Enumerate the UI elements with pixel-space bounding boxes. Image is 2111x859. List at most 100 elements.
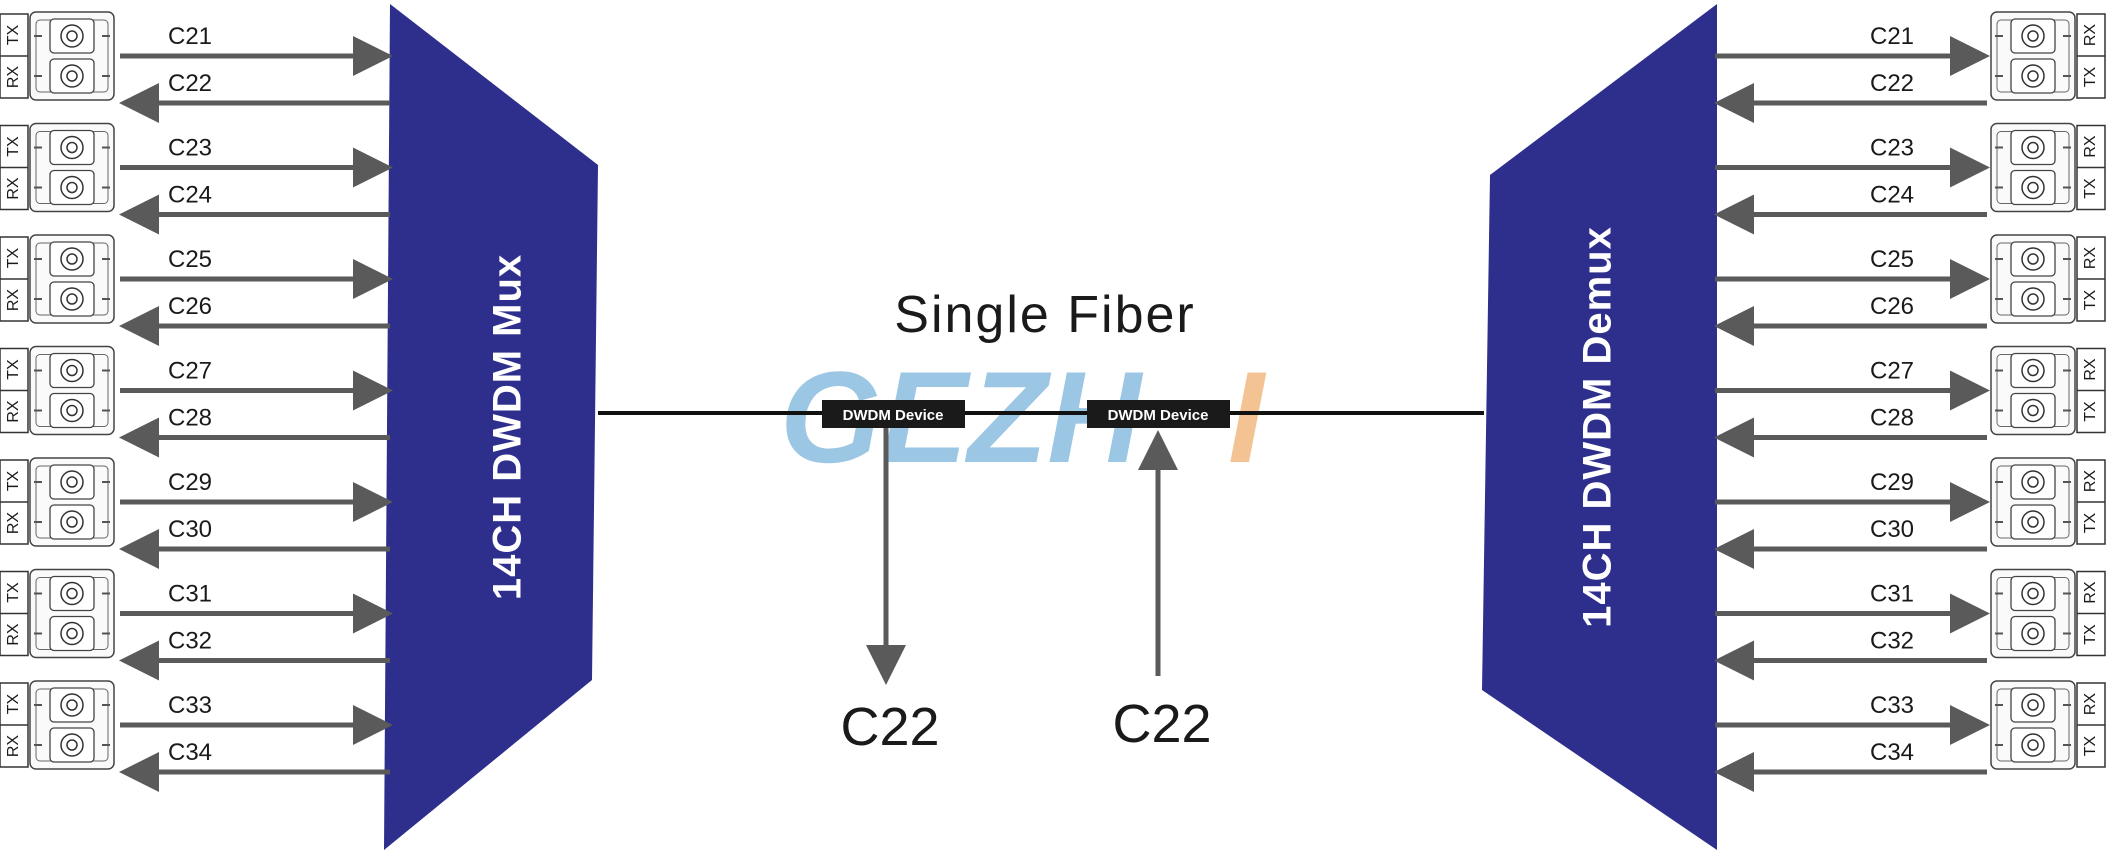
- connector-ferrule: [2027, 364, 2039, 377]
- channel-label: C28: [168, 405, 212, 432]
- port-label-top: TX: [5, 247, 22, 268]
- demux-label: 14CH DWDM Demux: [1576, 226, 1620, 628]
- connector-ferrule: [2027, 30, 2039, 42]
- channel-label: C29: [1870, 469, 1914, 496]
- port-label-bottom: RX: [5, 177, 22, 200]
- channel-label: C26: [1870, 293, 1914, 320]
- mux-label: 14CH DWDM Mux: [486, 254, 530, 600]
- connector-ferrule: [66, 141, 78, 154]
- connector-ferrule: [2027, 404, 2039, 417]
- connector-ferrule: [66, 70, 78, 82]
- port-label-top: TX: [5, 24, 22, 45]
- demux-port-group: RXTXC21C22RXTXC23C24RXTXC25C26RXTXC27C28…: [1714, 11, 2106, 792]
- channel-label: C33: [1870, 692, 1914, 719]
- connector-ferrule: [2027, 627, 2039, 640]
- connector-ferrule: [66, 739, 78, 751]
- connector-ferrule: [66, 404, 78, 417]
- connector-ferrule: [2027, 699, 2039, 711]
- connector-ferrule: [66, 30, 78, 42]
- connector-ferrule: [2027, 181, 2039, 194]
- mux-unit: [384, 4, 598, 850]
- transceiver-module: RX TX: [1990, 122, 2106, 213]
- transceiver-module: TX RX: [0, 457, 115, 547]
- transceiver-module: TX RX: [0, 122, 115, 213]
- channel-label: C29: [168, 469, 212, 496]
- port-label-bottom: RX: [5, 735, 22, 758]
- connector-ferrule: [66, 253, 78, 265]
- channel-label: C24: [1870, 182, 1914, 209]
- port-label-top: RX: [2082, 693, 2099, 716]
- mux-port-group: TXRXC21C22TXRXC23C24TXRXC25C26TXRXC27C28…: [0, 11, 393, 792]
- dwdm-device-box: [1087, 400, 1230, 428]
- dwdm-device-label: DWDM Device: [1108, 407, 1209, 424]
- transceiver-module: RX TX: [1990, 11, 2106, 101]
- channel-label: C30: [1870, 516, 1914, 543]
- channel-label: C30: [168, 516, 212, 543]
- connector-ferrule: [2027, 293, 2039, 305]
- port-label-top: RX: [2082, 135, 2099, 158]
- connector-ferrule: [66, 364, 78, 377]
- channel-label: C26: [168, 293, 212, 320]
- port-label-top: RX: [2082, 24, 2099, 47]
- connector-ferrule: [66, 627, 78, 640]
- port-label-bottom: TX: [2082, 624, 2099, 645]
- transceiver-module: RX TX: [1990, 568, 2106, 659]
- add-channel-label: C22: [1112, 694, 1211, 754]
- connector-ferrule: [2027, 70, 2039, 82]
- port-label-bottom: TX: [2082, 66, 2099, 87]
- port-label-bottom: TX: [2082, 178, 2099, 199]
- port-label-bottom: RX: [5, 512, 22, 535]
- port-label-bottom: TX: [2082, 735, 2099, 756]
- port-label-top: RX: [2082, 247, 2099, 270]
- connector-ferrule: [2027, 141, 2039, 154]
- connector-ferrule: [66, 476, 78, 488]
- port-label-bottom: RX: [5, 400, 22, 423]
- channel-label: C25: [168, 246, 212, 273]
- dwdm-device-box: [822, 400, 965, 428]
- connector-ferrule: [2027, 253, 2039, 265]
- port-label-top: TX: [5, 359, 22, 380]
- port-label-top: TX: [5, 470, 22, 491]
- channel-label: C27: [168, 358, 212, 385]
- port-label-top: RX: [2082, 358, 2099, 381]
- channel-label: C27: [1870, 358, 1914, 385]
- drop-channel-label: C22: [840, 697, 939, 757]
- port-label-top: TX: [5, 582, 22, 603]
- transceiver-module: TX RX: [0, 11, 115, 101]
- channel-label: C25: [1870, 246, 1914, 273]
- channel-label: C34: [1870, 739, 1914, 766]
- channel-label: C22: [1870, 70, 1914, 97]
- channel-label: C21: [1870, 23, 1914, 50]
- channel-label: C24: [168, 182, 212, 209]
- port-label-bottom: RX: [5, 66, 22, 89]
- channel-label: C32: [1870, 628, 1914, 655]
- demux-unit: [1482, 4, 1717, 850]
- connector-ferrule: [66, 516, 78, 528]
- channel-label: C23: [1870, 135, 1914, 162]
- port-label-top: RX: [2082, 470, 2099, 493]
- port-label-top: RX: [2082, 581, 2099, 604]
- channel-label: C21: [168, 23, 212, 50]
- port-label-top: TX: [5, 136, 22, 157]
- transceiver-module: TX RX: [0, 345, 115, 436]
- channel-label: C22: [168, 70, 212, 97]
- port-label-bottom: RX: [5, 289, 22, 312]
- connector-ferrule: [66, 181, 78, 194]
- channel-label: C33: [168, 692, 212, 719]
- diagram-title: Single Fiber: [894, 286, 1195, 344]
- connector-ferrule: [2027, 587, 2039, 600]
- connector-ferrule: [66, 699, 78, 711]
- channel-label: C31: [168, 581, 212, 608]
- connector-ferrule: [66, 293, 78, 305]
- channel-label: C23: [168, 135, 212, 162]
- channel-label: C32: [168, 628, 212, 655]
